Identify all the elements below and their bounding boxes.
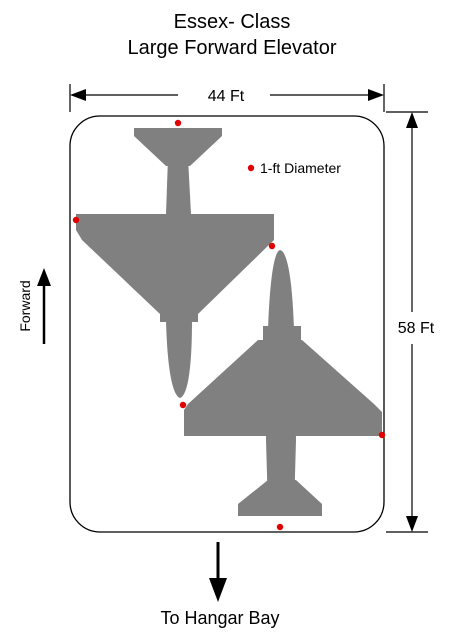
marker-icon <box>179 401 187 409</box>
forward-label: Forward <box>17 280 33 331</box>
width-dimension: 44 Ft <box>69 84 385 112</box>
hangar-bay-indicator: To Hangar Bay <box>160 542 280 628</box>
width-arrow-left-icon <box>70 89 86 101</box>
title-line-2: Large Forward Elevator <box>128 37 337 59</box>
marker-icon <box>378 431 386 439</box>
legend-marker-icon <box>247 164 255 172</box>
elevator-outline <box>69 115 385 533</box>
aircraft-2-wing <box>184 340 382 436</box>
length-label: 58 Ft <box>398 320 435 337</box>
forward-indicator: Forward <box>17 268 51 344</box>
aircraft-2 <box>184 250 382 516</box>
marker-icon <box>72 216 80 224</box>
aircraft-1-tail <box>134 128 222 166</box>
marker-icon <box>276 523 284 531</box>
marker-icon <box>268 242 276 250</box>
length-arrow-up-icon <box>406 112 418 128</box>
aircraft-2-tail <box>238 480 322 516</box>
aircraft-1-wing-root <box>160 306 198 322</box>
hangar-arrow-icon <box>209 578 227 602</box>
aircraft-1 <box>76 128 274 398</box>
width-label: 44 Ft <box>208 88 245 105</box>
marker-icon <box>174 119 182 127</box>
markers <box>72 119 386 531</box>
width-arrow-right-icon <box>368 89 384 101</box>
aircraft-2-wing-root <box>263 326 301 342</box>
length-arrow-down-icon <box>406 516 418 532</box>
legend-label: 1-ft Diameter <box>260 160 341 176</box>
length-dimension: 58 Ft <box>386 111 435 533</box>
forward-arrow-icon <box>37 268 51 286</box>
hangar-bay-label: To Hangar Bay <box>160 608 279 628</box>
legend: 1-ft Diameter <box>247 160 341 176</box>
aircraft-1-wing <box>76 214 274 314</box>
title-line-1: Essex- Class <box>174 11 291 33</box>
